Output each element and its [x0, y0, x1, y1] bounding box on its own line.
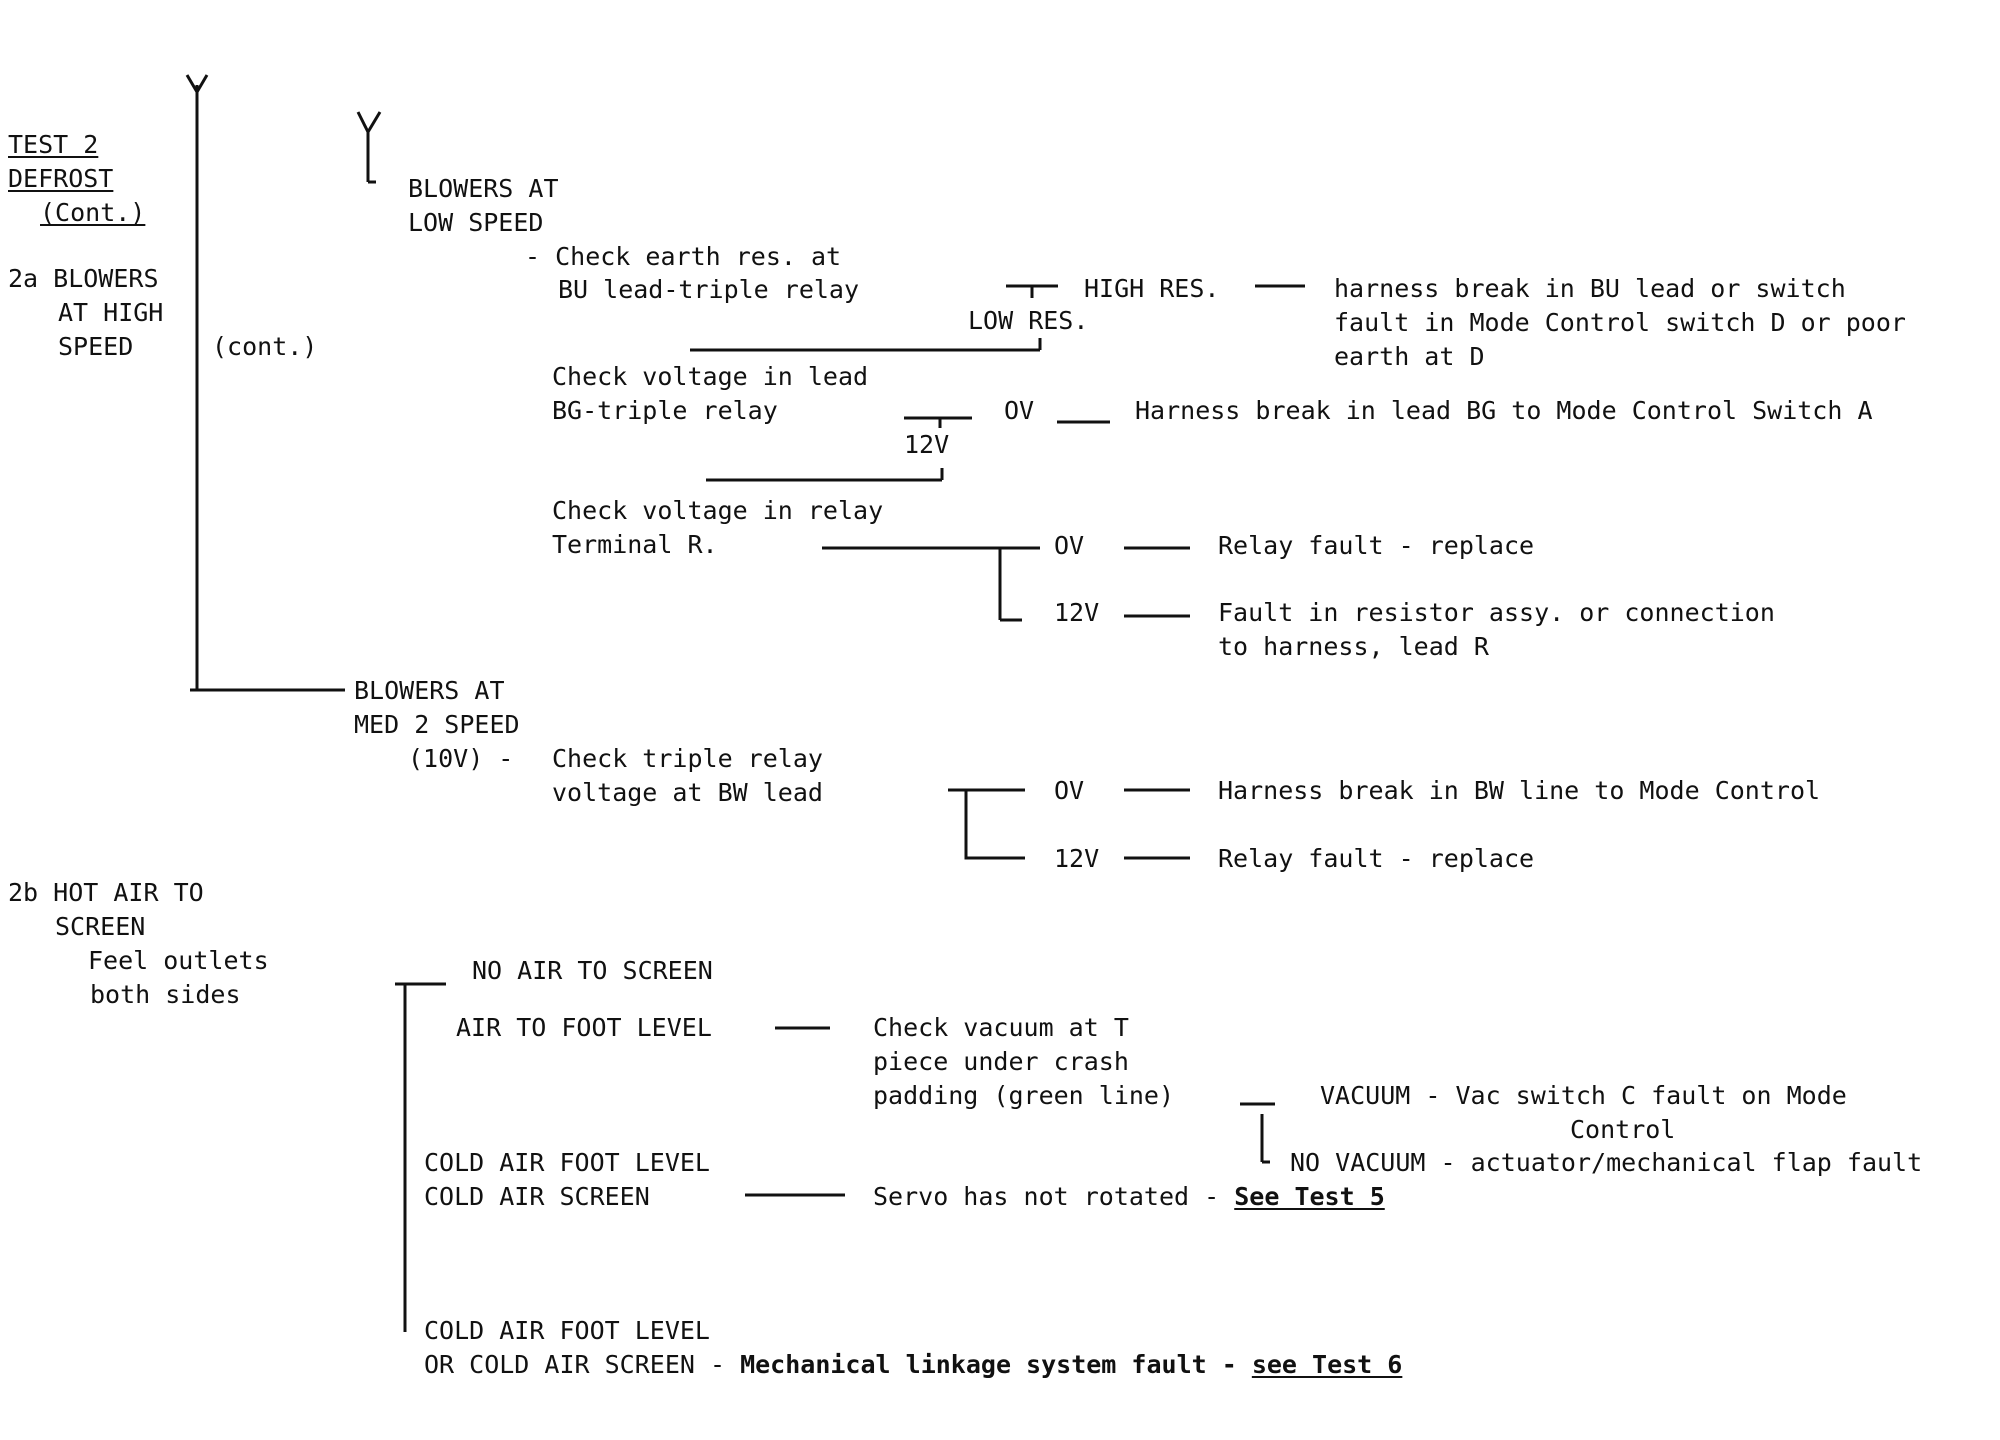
med2-check-line2: voltage at BW lead	[552, 778, 823, 807]
air-to-foot-level: AIR TO FOOT LEVEL	[456, 1013, 712, 1042]
check-bg-12v: 12V	[904, 430, 950, 459]
check-earth-line2: BU lead-triple relay	[558, 275, 860, 304]
med2-check-line1: Check triple relay	[552, 744, 823, 773]
test-title-line2: DEFROST	[8, 164, 114, 193]
low-res-label: LOW RES.	[968, 306, 1089, 335]
servo-line: Servo has not rotated - See Test 5	[873, 1180, 1385, 1214]
section-2b-label-line1: 2b HOT AIR TO	[8, 878, 204, 907]
low-speed-heading-line1: BLOWERS AT	[408, 174, 559, 203]
section-2a-label-line3: SPEED	[58, 332, 134, 361]
high-res-result-line1: harness break in BU lead or switch	[1334, 274, 1846, 303]
check-bg-line2: BG-triple relay	[552, 396, 778, 425]
check-bg-line1: Check voltage in lead	[552, 362, 869, 391]
terminal-r-0v: OV	[1054, 531, 1085, 560]
high-res-result-line3: earth at D	[1334, 342, 1485, 371]
terminal-r-12v-result-line2: to harness, lead R	[1218, 632, 1489, 661]
mechanical-linkage-text: Mechanical linkage system fault -	[740, 1350, 1252, 1379]
section-2a-label-line2: AT HIGH	[58, 298, 164, 327]
med2-heading-line2: MED 2 SPEED	[354, 710, 520, 739]
bw-0v-result: Harness break in BW line to Mode Control	[1218, 776, 1821, 805]
section-2a-label-line1: 2a BLOWERS	[8, 264, 159, 293]
test-title-line1: TEST 2	[8, 130, 99, 159]
see-test-5-link[interactable]: See Test 5	[1234, 1182, 1385, 1211]
check-bg-0v: OV	[1004, 396, 1035, 425]
vacuum-check-line2: piece under crash	[873, 1047, 1129, 1076]
bw-branch	[948, 788, 1025, 860]
med2-heading-line3: (10V) -	[408, 744, 514, 773]
vacuum-check-line3: padding (green line)	[873, 1081, 1175, 1110]
bracket-low-speed-y-left	[356, 111, 370, 133]
test-title-line3: (Cont.)	[40, 198, 146, 227]
vacuum-check-line1: Check vacuum at T	[873, 1013, 1129, 1042]
terminal-r-12v: 12V	[1054, 598, 1100, 627]
check-earth-line1: - Check earth res. at	[525, 242, 842, 271]
cold-air-foot-level-1: COLD AIR FOOT LEVEL	[424, 1148, 710, 1177]
terminal-r-12v-result-line1: Fault in resistor assy. or connection	[1218, 598, 1775, 627]
no-vacuum-result: NO VACUUM - actuator/mechanical flap fau…	[1290, 1148, 1923, 1177]
bracket-low-speed-y-right	[366, 111, 382, 133]
section-2b-label-line3: Feel outlets	[88, 946, 269, 975]
section-2a-cont: (cont.)	[212, 332, 318, 361]
or-cold-air-screen: OR COLD AIR SCREEN -	[424, 1350, 741, 1379]
bw-0v: OV	[1054, 776, 1085, 805]
bracket-2a-y-left	[185, 74, 199, 93]
terminal-r-0v-result: Relay fault - replace	[1218, 531, 1535, 560]
see-test-6-link[interactable]: see Test 6	[1251, 1350, 1403, 1379]
high-res-label: HIGH RES.	[1084, 274, 1220, 303]
check-terminal-r-line1: Check voltage in relay	[552, 496, 884, 525]
vacuum-result-line1: VACUUM - Vac switch C fault on Mode	[1320, 1081, 1847, 1110]
cold-air-screen-1: COLD AIR SCREEN	[424, 1182, 650, 1211]
vacuum-result-line2: Control	[1570, 1115, 1676, 1144]
check-terminal-r-line2: Terminal R.	[552, 530, 718, 559]
servo-text: Servo has not rotated -	[873, 1182, 1235, 1211]
bw-12v-result: Relay fault - replace	[1218, 844, 1535, 873]
section-2b-label-line4: both sides	[90, 980, 241, 1009]
low-speed-heading-line2: LOW SPEED	[408, 208, 544, 237]
bw-12v: 12V	[1054, 844, 1100, 873]
med2-heading-line1: BLOWERS AT	[354, 676, 505, 705]
check-bg-0v-result: Harness break in lead BG to Mode Control…	[1135, 396, 1873, 425]
high-res-result-line2: fault in Mode Control switch D or poor	[1334, 308, 1906, 337]
mechanical-linkage-line: OR COLD AIR SCREEN - Mechanical linkage …	[424, 1348, 1402, 1382]
cold-air-foot-level-2: COLD AIR FOOT LEVEL	[424, 1316, 710, 1345]
no-air-to-screen: NO AIR TO SCREEN	[472, 956, 713, 985]
section-2b-label-line2: SCREEN	[55, 912, 146, 941]
bracket-2a-y-right	[195, 74, 209, 93]
